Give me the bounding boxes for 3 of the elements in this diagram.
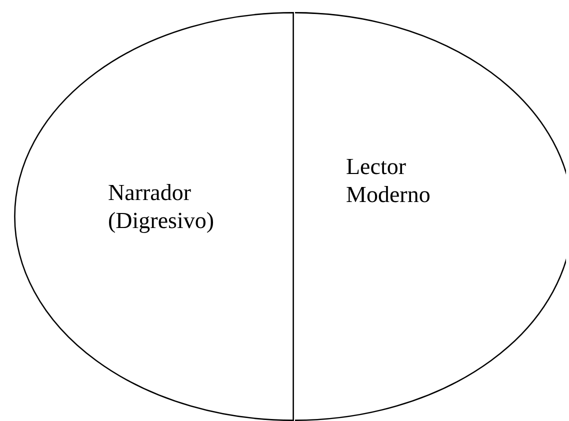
half-ellipse-region xyxy=(295,12,566,421)
region-label: Narrador (Digresivo) xyxy=(108,179,216,235)
region-label: Lector Moderno xyxy=(346,153,432,209)
